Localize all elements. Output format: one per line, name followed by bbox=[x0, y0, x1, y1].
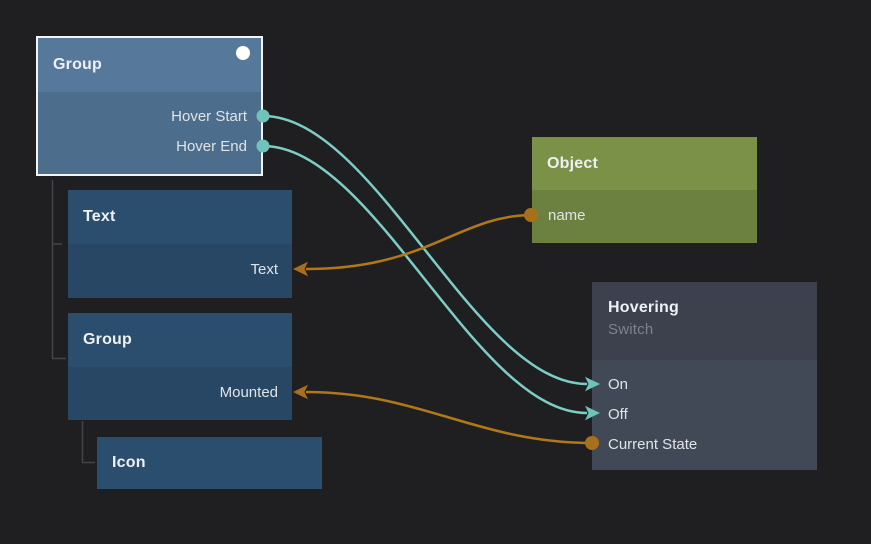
port-name[interactable]: name bbox=[532, 200, 757, 230]
port-on[interactable]: On bbox=[592, 369, 817, 399]
port-label: name bbox=[548, 206, 586, 224]
hierarchy-line-root bbox=[51, 180, 66, 360]
node-header: Group bbox=[68, 313, 292, 367]
node-header: Text bbox=[68, 190, 292, 244]
port-mounted[interactable]: Mounted bbox=[68, 377, 292, 407]
node-body: Mounted bbox=[68, 367, 292, 420]
selection-dot[interactable] bbox=[236, 46, 250, 60]
node-body: name bbox=[532, 190, 757, 243]
port-off[interactable]: Off bbox=[592, 399, 817, 429]
node-title: Group bbox=[53, 56, 102, 73]
port-label: Hover End bbox=[176, 137, 247, 155]
port-label: Current State bbox=[608, 435, 698, 453]
node-title: Group bbox=[83, 331, 132, 348]
node-header: Group bbox=[38, 38, 261, 92]
port-text-input[interactable]: Text bbox=[68, 254, 292, 284]
node-header: Object bbox=[532, 137, 757, 190]
node-title: Text bbox=[83, 208, 116, 225]
connection-current-state-to-mounted[interactable] bbox=[305, 390, 593, 445]
connection-name-to-text[interactable] bbox=[305, 213, 532, 271]
node-header: Hovering Switch bbox=[592, 282, 817, 360]
port-current-state[interactable]: Current State bbox=[592, 429, 817, 459]
node-text[interactable]: Text Text bbox=[68, 190, 292, 298]
node-title: Icon bbox=[112, 454, 146, 471]
node-body: Hover Start Hover End bbox=[38, 92, 261, 174]
node-body: Text bbox=[68, 244, 292, 298]
port-label: Mounted bbox=[219, 383, 278, 401]
port-hover-start[interactable]: Hover Start bbox=[38, 101, 261, 131]
arrowhead-text-icon bbox=[293, 261, 308, 277]
port-label: On bbox=[608, 375, 629, 393]
node-group-child[interactable]: Group Mounted bbox=[68, 313, 292, 420]
node-icon[interactable]: Icon bbox=[97, 437, 322, 489]
node-body: On Off Current State bbox=[592, 360, 817, 470]
node-hovering-switch[interactable]: Hovering Switch On Off Current State bbox=[592, 282, 817, 470]
node-group-root[interactable]: Group Hover Start Hover End bbox=[36, 36, 263, 176]
node-title: Object bbox=[547, 154, 598, 172]
port-label: Off bbox=[608, 405, 628, 423]
node-header: Icon bbox=[97, 437, 322, 489]
port-label: Text bbox=[250, 260, 278, 278]
node-object[interactable]: Object name bbox=[532, 137, 757, 243]
node-subtitle: Switch bbox=[608, 321, 654, 338]
arrowhead-mounted-icon bbox=[293, 384, 308, 400]
port-label: Hover Start bbox=[171, 107, 247, 125]
port-hover-end[interactable]: Hover End bbox=[38, 131, 261, 161]
node-title: Hovering bbox=[608, 299, 679, 316]
hierarchy-line-icon bbox=[81, 421, 95, 464]
